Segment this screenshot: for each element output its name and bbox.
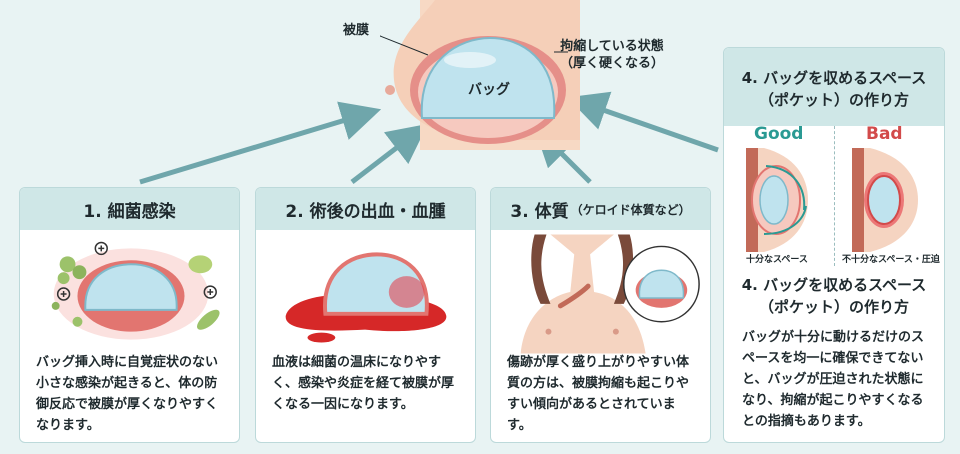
card-description: 血液は細菌の温床になりやすく、感染や炎症を経て被膜が厚くなる一因になります。 (272, 355, 455, 412)
card-title-line2: （ポケット）の作り方 (758, 91, 909, 109)
card-title: 3. 体質 (510, 201, 569, 222)
card-title-row: 3. 体質（ケロイド体質など） (491, 188, 710, 230)
plus-icon (56, 241, 217, 301)
card-description: バッグ挿入時に自覚症状のない小さな感染が起きると、体の防御反応で被膜が厚くなりや… (36, 355, 219, 433)
contracted-state-line1: 拘縮している状態 (560, 39, 664, 54)
bad-pocket-illustration (852, 148, 918, 252)
contracted-implant-illustration: バッグ (380, 0, 580, 150)
card-title-note: （ケロイド体質など） (570, 202, 691, 217)
card-title: 4. バッグを収めるスペース （ポケット）の作り方 (724, 48, 944, 126)
card-postoperative-bleeding: 2. 術後の出血・血腫 血液は細菌の温床になりやすく、感染や炎症を経て被膜が厚く… (255, 187, 476, 443)
card-constitution: 3. 体質（ケロイド体質など） 傷跡が厚く盛り上がりやすい体質の方は、被膜拘縮も… (490, 187, 711, 443)
card-description: バッグが十分に動けるだけのスペースを均一に確保できてないと、バッグが圧迫された状… (742, 330, 925, 429)
capsule-leader-line (380, 35, 429, 56)
good-label: Good (754, 124, 804, 144)
scar-icon (557, 283, 591, 309)
card-bacterial-infection: 1. 細菌感染 バッグ挿入時に自覚症状のない小さな感染が起きると、体の防御反応で… (19, 187, 240, 443)
implant-highlight (444, 52, 496, 68)
movement-arrow-icon (763, 205, 807, 235)
bad-caption: 不十分なスペース・圧迫 (842, 255, 940, 265)
card-title: 2. 術後の出血・血腫 (256, 188, 475, 230)
nipple (612, 328, 619, 335)
nipple (545, 328, 552, 335)
contracted-state-line2: （厚く硬くなる） (560, 56, 665, 71)
card-title-line1: 4. バッグを収めるスペース (741, 69, 927, 87)
hematoma-illustration (285, 252, 447, 343)
blood-drop (307, 332, 336, 343)
good-pocket-illustration (746, 148, 808, 252)
contracted-state-label: 拘縮している状態 （厚く硬くなる） (560, 38, 664, 72)
card-subtitle-line2: （ポケット）の作り方 (758, 298, 909, 316)
infection-illustration (51, 241, 220, 340)
nipple (385, 85, 395, 95)
good-caption: 十分なスペース (746, 255, 808, 265)
card-subtitle: 4. バッグを収めるスペース （ポケット）の作り方 (724, 274, 944, 318)
bleeding-spot (388, 276, 425, 308)
implant-bag (759, 175, 789, 225)
keloid-illustration (520, 234, 700, 354)
hair (531, 234, 551, 304)
card-subtitle-line1: 4. バッグを収めるスペース (741, 276, 927, 294)
comparison-divider (834, 126, 835, 266)
card-pocket-creation: 4. バッグを収めるスペース （ポケット）の作り方 Good Bad 十分なスペ… (723, 47, 945, 443)
implant-bag (84, 263, 178, 311)
card-title: 1. 細菌感染 (20, 188, 239, 230)
torso (520, 234, 646, 354)
bacteria-icon (51, 255, 220, 330)
arrow-card1 (139, 101, 382, 185)
implant-bag (638, 269, 685, 299)
capsule-label: 被膜 (343, 23, 370, 38)
bad-label: Bad (866, 124, 903, 144)
pocket-comparison-illustration (746, 148, 918, 252)
arrow-card4 (567, 91, 719, 153)
implant-bag (867, 175, 901, 225)
card-description: 傷跡が厚く盛り上がりやすい体質の方は、被膜拘縮も起こりやすい傾向があるとされてい… (507, 355, 690, 433)
muscle-layer (852, 148, 864, 252)
movement-arrow-icon (765, 165, 806, 211)
bag-label: バッグ (468, 81, 510, 98)
